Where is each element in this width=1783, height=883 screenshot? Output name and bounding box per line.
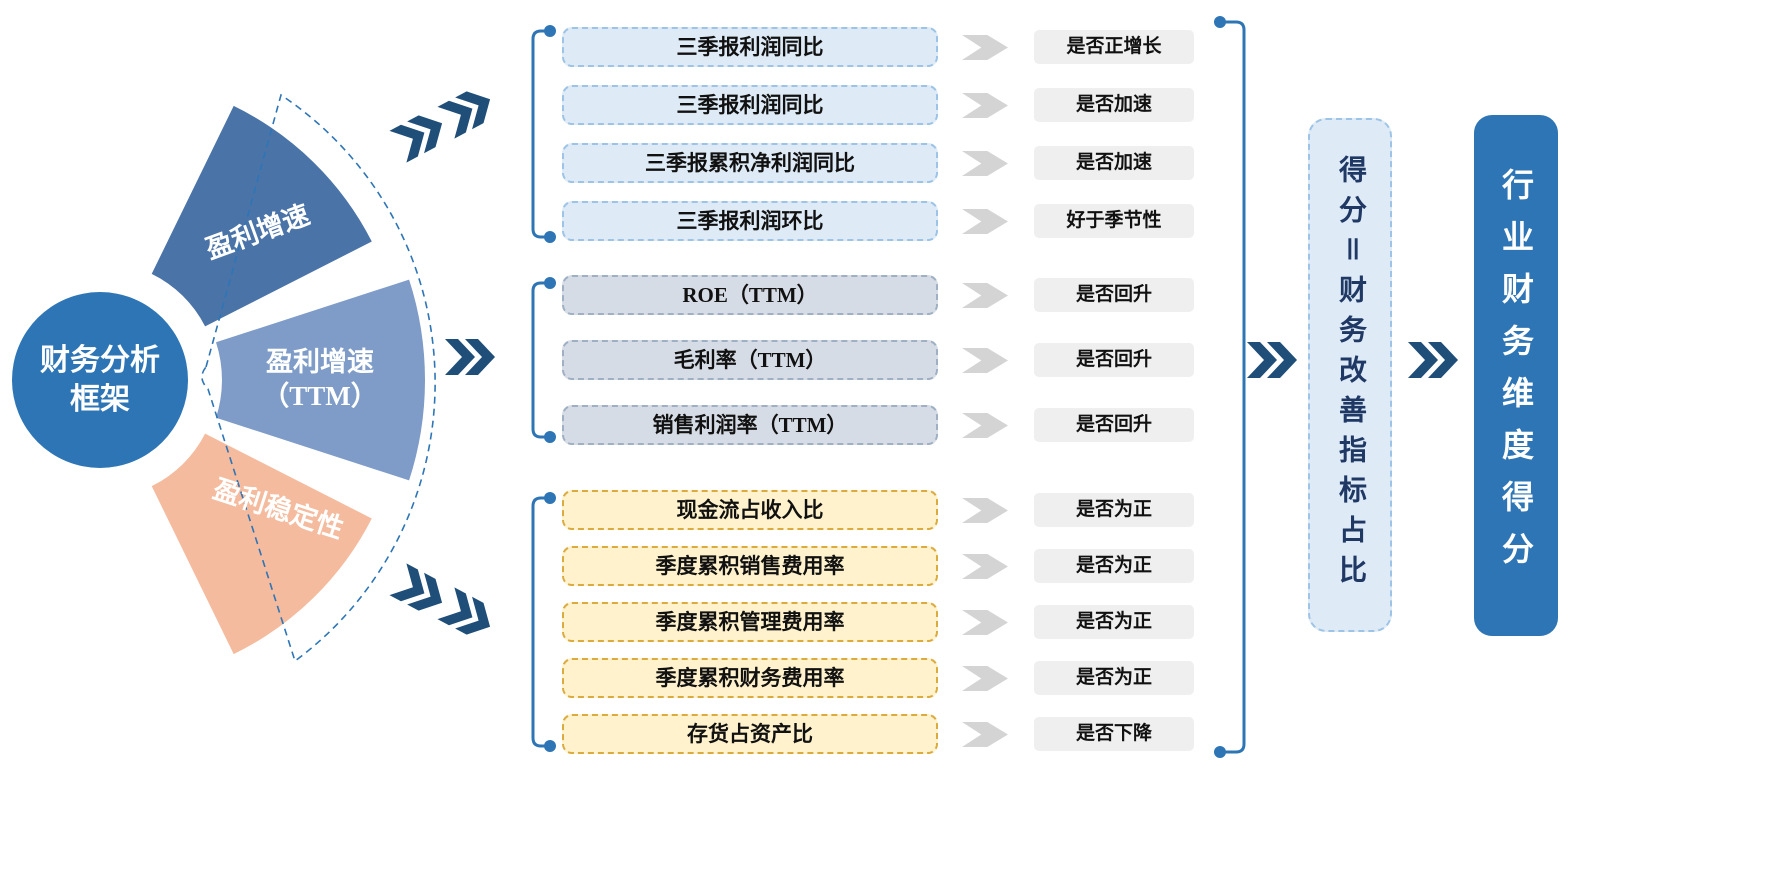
metric-box: 三季报利润同比 xyxy=(562,85,938,125)
score-formula-box: 得分＝财务改善指标占比 xyxy=(1308,118,1392,632)
metric-box: 季度累积财务费用率 xyxy=(562,658,938,698)
chevron-right-icon xyxy=(1408,342,1458,378)
metric-box: 季度累积销售费用率 xyxy=(562,546,938,586)
result-box: 是否为正 xyxy=(1034,549,1194,583)
chevron-up-right-icon xyxy=(437,83,499,139)
result-box: 是否回升 xyxy=(1034,278,1194,312)
chevron-down-right-icon xyxy=(389,563,451,619)
result-box: 是否正增长 xyxy=(1034,30,1194,64)
result-box: 是否加速 xyxy=(1034,88,1194,122)
metric-box: 三季报累积净利润同比 xyxy=(562,143,938,183)
final-score-box: 行业财务维度得分 xyxy=(1474,115,1558,636)
result-box: 是否为正 xyxy=(1034,661,1194,695)
result-box: 是否回升 xyxy=(1034,343,1194,377)
metric-box: 季度累积管理费用率 xyxy=(562,602,938,642)
fan-segment-stability xyxy=(151,433,372,655)
result-box: 是否为正 xyxy=(1034,493,1194,527)
chevron-down-right-icon xyxy=(437,587,499,643)
result-box: 是否下降 xyxy=(1034,717,1194,751)
fan-label-growth-ttm: 盈利增速 （TTM） xyxy=(262,347,378,411)
bracket-end-dots xyxy=(544,16,1226,758)
chevron-up-right-icon xyxy=(389,107,451,163)
group-brackets xyxy=(531,20,1246,754)
result-box: 是否为正 xyxy=(1034,605,1194,639)
metric-box: 三季报利润环比 xyxy=(562,201,938,241)
metric-box: 毛利率（TTM） xyxy=(562,340,938,380)
metric-box: 存货占资产比 xyxy=(562,714,938,754)
chevron-right-icon xyxy=(445,339,495,375)
fan-dashed-outline xyxy=(201,93,436,663)
metric-box: ROE（TTM） xyxy=(562,275,938,315)
result-box: 好于季节性 xyxy=(1034,204,1194,238)
metric-box: 三季报利润同比 xyxy=(562,27,938,67)
result-box: 是否回升 xyxy=(1034,408,1194,442)
chevron-right-icon xyxy=(1247,342,1297,378)
root-node-financial-framework: 财务分析 框架 xyxy=(12,292,188,468)
fan-segment-growth xyxy=(151,105,372,327)
result-box: 是否加速 xyxy=(1034,146,1194,180)
metric-box: 销售利润率（TTM） xyxy=(562,405,938,445)
fan-segment-growth-ttm xyxy=(216,279,425,481)
metric-box: 现金流占收入比 xyxy=(562,490,938,530)
